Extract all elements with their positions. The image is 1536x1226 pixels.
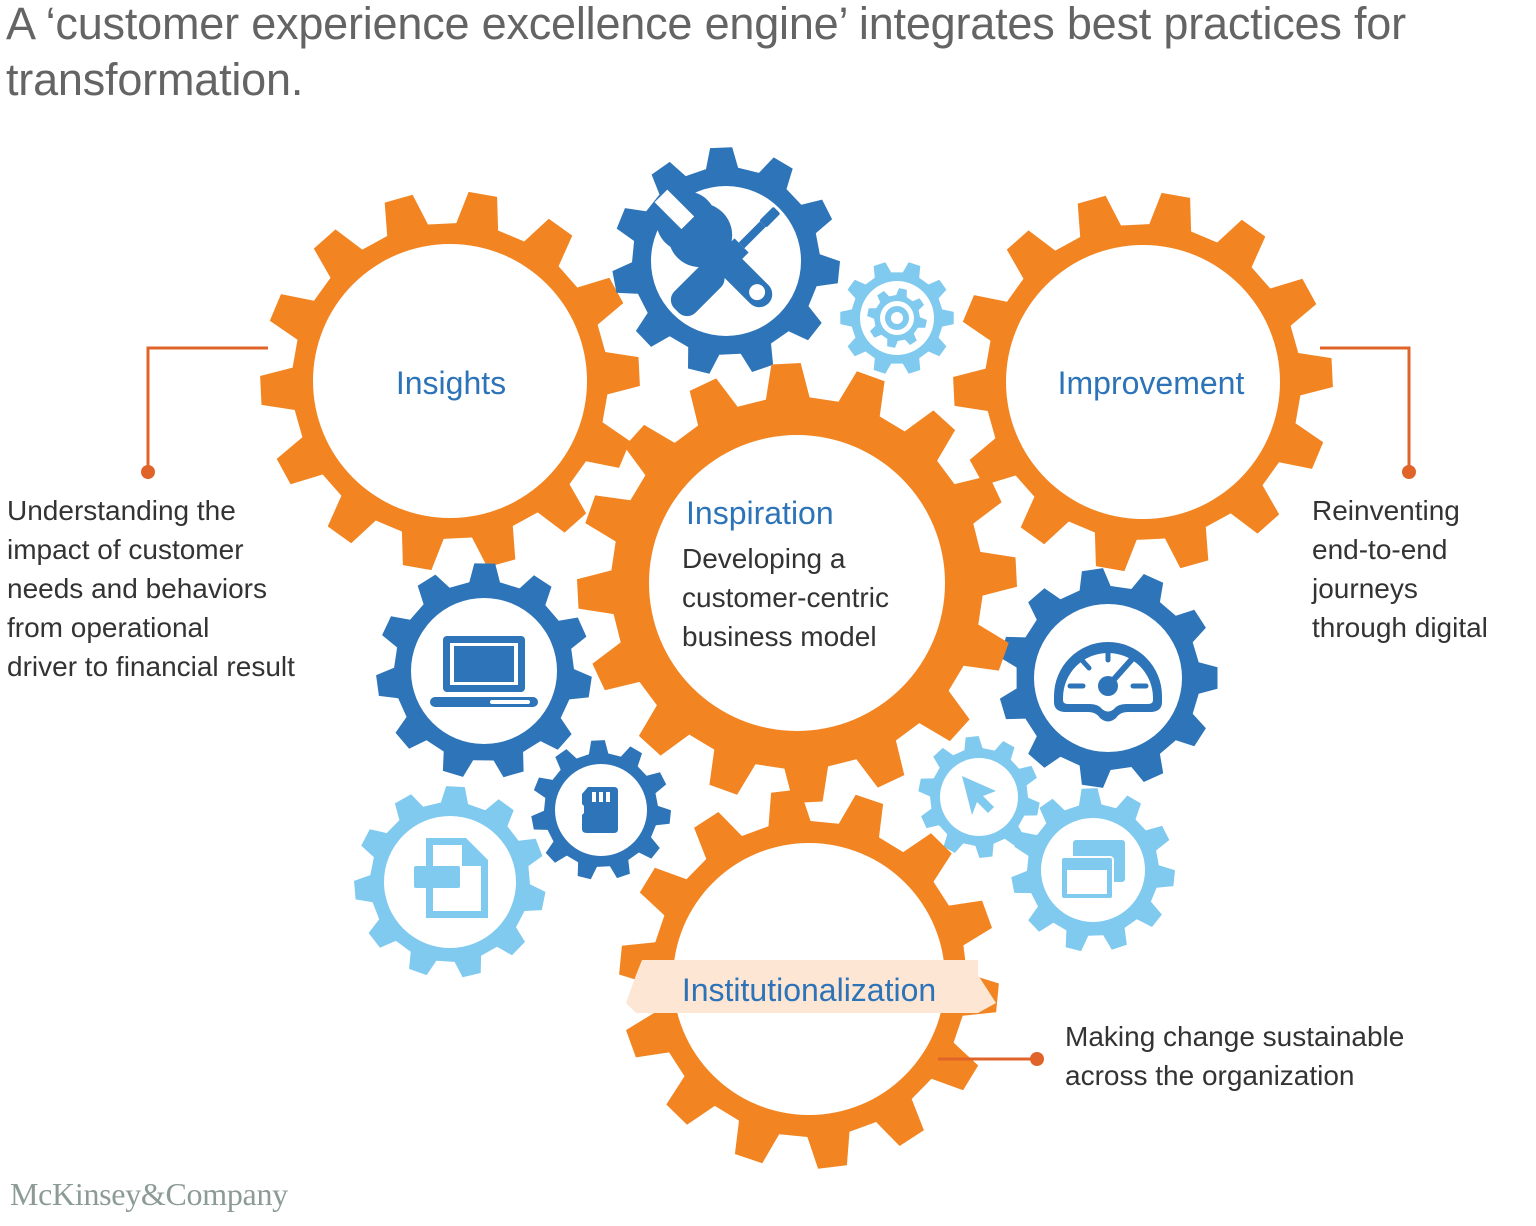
- insights-description-line: from operational: [7, 612, 210, 643]
- connector-dot-improvement: [1402, 465, 1416, 479]
- browser-windows-icon: [1060, 840, 1125, 900]
- improvement-description-line: journeys: [1312, 573, 1418, 604]
- improvement-description-line: Reinventing: [1312, 495, 1460, 526]
- institutionalization-description: Making change sustainable across the org…: [1065, 1017, 1404, 1095]
- insights-description-line: Understanding the: [7, 495, 236, 526]
- inspiration-description-line: business model: [682, 621, 877, 652]
- institutionalization-label: Institutionalization: [682, 972, 936, 1008]
- laptop-icon: [430, 636, 538, 707]
- connector-insights: [146, 346, 268, 472]
- connector-improvement: [1320, 346, 1411, 472]
- institutionalization-band: [626, 960, 996, 1013]
- company-logo: McKinsey&Company: [10, 1176, 288, 1212]
- improvement-description: Reinventing end-to-end journeys through …: [1312, 491, 1488, 647]
- connector-dot-insights: [141, 465, 155, 479]
- insights-gear: [260, 191, 640, 571]
- inspiration-label: Inspiration: [686, 495, 834, 531]
- cog-icon: [867, 288, 927, 348]
- improvement-label: Improvement: [1058, 365, 1245, 401]
- inspiration-gear: [577, 363, 1017, 803]
- insights-description-line: needs and behaviors: [7, 573, 267, 604]
- memory-card-icon: [582, 787, 618, 833]
- improvement-description-line: end-to-end: [1312, 534, 1448, 565]
- insights-label: Insights: [396, 365, 506, 401]
- connector-dot-institutionalization: [1030, 1052, 1044, 1066]
- speedometer-icon: [1054, 642, 1162, 722]
- page-title: A ‘customer experience excellence engine…: [6, 0, 1406, 105]
- institutionalization-description-line: across the organization: [1065, 1060, 1355, 1091]
- institutionalization-description-line: Making change sustainable: [1065, 1021, 1405, 1052]
- wrench-screwdriver-icon: [654, 189, 780, 317]
- inspiration-description: Developing a customer-centric business m…: [682, 539, 889, 656]
- inspiration-description-line: Developing a: [682, 543, 846, 574]
- insights-description-line: driver to financial result: [7, 651, 295, 682]
- inspiration-description-line: customer-centric: [682, 582, 889, 613]
- improvement-gear: [953, 192, 1333, 572]
- document-export-icon: [414, 838, 488, 918]
- insights-description: Understanding the impact of customer nee…: [7, 491, 295, 686]
- insights-description-line: impact of customer: [7, 534, 244, 565]
- cursor-arrow-icon: [962, 776, 996, 815]
- improvement-description-line: through digital: [1312, 612, 1488, 643]
